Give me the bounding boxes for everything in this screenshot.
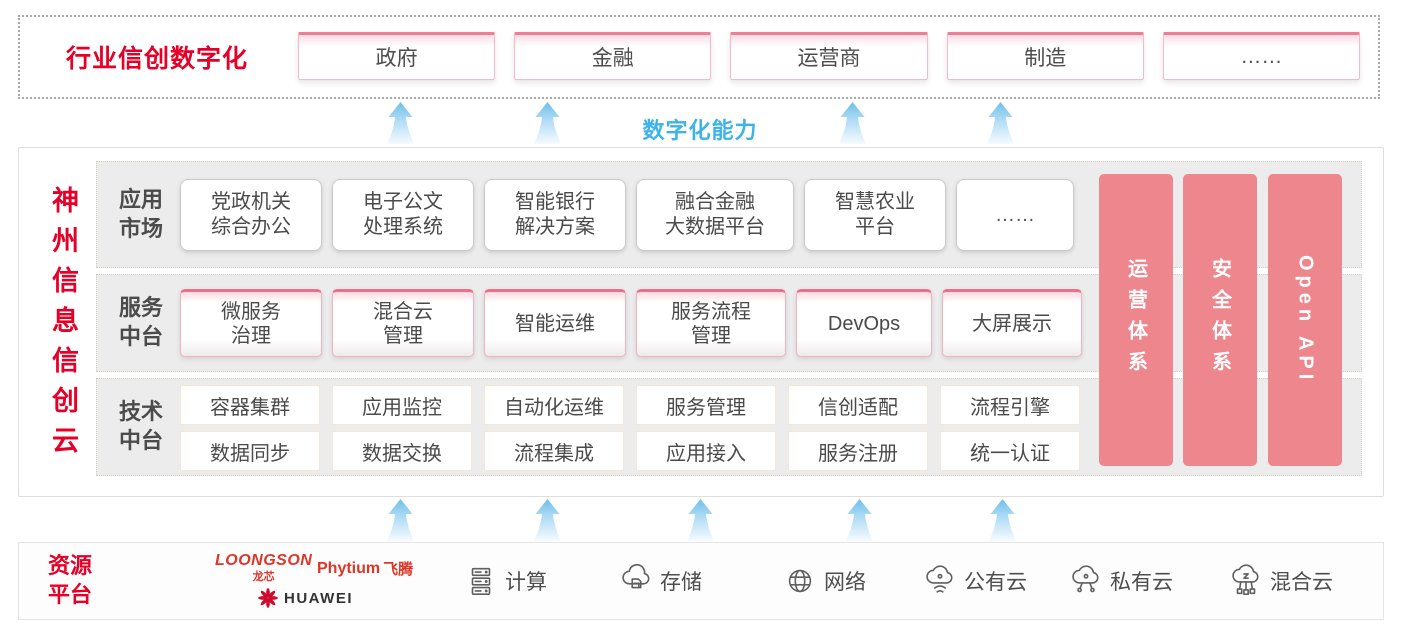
resource-item-private-cloud: 私有云 bbox=[1069, 543, 1173, 619]
network-icon bbox=[788, 569, 812, 593]
resource-item-compute: 计算 bbox=[464, 543, 547, 619]
pillar-open-api: Open API bbox=[1268, 174, 1342, 466]
row-tech-platform-label: 技术 中台 bbox=[118, 399, 163, 453]
industry-box-finance: 金融 bbox=[514, 32, 712, 80]
row-tech-platform-items-bottom: 数据同步 数据交换 流程集成 应用接入 服务注册 统一认证 bbox=[180, 431, 1080, 471]
service-item: 大屏展示 bbox=[942, 289, 1082, 357]
compute-icon bbox=[471, 567, 491, 596]
huawei-logo-text: HUAWEI bbox=[284, 589, 353, 607]
pillar-security-system: 安全体系 bbox=[1183, 174, 1257, 466]
tech-item: 流程集成 bbox=[484, 431, 624, 471]
tech-item: 应用接入 bbox=[636, 431, 776, 471]
up-arrow-icon bbox=[387, 102, 414, 144]
row-service-platform-items: 微服务 治理 混合云 管理 智能运维 服务流程 管理 DevOps 大屏展示 bbox=[180, 289, 1082, 357]
up-arrow-icon bbox=[534, 102, 561, 144]
huawei-logo: HUAWEI bbox=[257, 587, 353, 609]
resource-item-storage: 存储 bbox=[619, 543, 702, 619]
tech-item: 流程引擎 bbox=[940, 385, 1080, 425]
up-arrow-icon bbox=[687, 499, 714, 541]
tech-item: 应用监控 bbox=[332, 385, 472, 425]
service-item: 智能运维 bbox=[484, 289, 626, 357]
resource-item-public-cloud: 公有云 bbox=[923, 543, 1027, 619]
storage-icon bbox=[622, 564, 650, 589]
tech-item: 数据同步 bbox=[180, 431, 320, 471]
tech-item: 数据交换 bbox=[332, 431, 472, 471]
row-app-market-label: 应用 市场 bbox=[118, 186, 163, 241]
public-cloud-icon bbox=[926, 565, 953, 593]
up-arrow-icon bbox=[534, 499, 561, 541]
resource-item-label: 存储 bbox=[660, 571, 702, 594]
tech-item: 服务管理 bbox=[636, 385, 776, 425]
resource-item-label: 混合云 bbox=[1270, 571, 1333, 594]
tech-item: 信创适配 bbox=[788, 385, 928, 425]
app-item: 智慧农业 平台 bbox=[804, 179, 946, 251]
industry-banner: 行业信创数字化 政府 金融 运营商 制造 …… bbox=[18, 15, 1380, 99]
resource-item-label: 计算 bbox=[505, 571, 547, 594]
pillar-operation-system: 运营体系 bbox=[1099, 174, 1173, 466]
row-tech-platform-items-top: 容器集群 应用监控 自动化运维 服务管理 信创适配 流程引擎 bbox=[180, 385, 1080, 425]
industry-box-operator: 运营商 bbox=[730, 32, 928, 80]
app-item-more: …… bbox=[956, 179, 1074, 251]
tech-item: 服务注册 bbox=[788, 431, 928, 471]
platform-title: 神州信息信创云 bbox=[48, 186, 78, 466]
app-item: 智能银行 解决方案 bbox=[484, 179, 626, 251]
tech-item: 统一认证 bbox=[940, 431, 1080, 471]
tech-item: 自动化运维 bbox=[484, 385, 624, 425]
app-item: 电子公文 处理系统 bbox=[332, 179, 474, 251]
industry-boxes: 政府 金融 运营商 制造 …… bbox=[298, 32, 1361, 80]
capability-label: 数字化能力 bbox=[642, 118, 758, 143]
up-arrow-icon bbox=[846, 499, 873, 541]
resource-item-hybrid-cloud: 混合云 bbox=[1229, 543, 1333, 619]
industry-box-government: 政府 bbox=[298, 32, 496, 80]
platform-box: 神州信息信创云 应用 市场 党政机关 综合办公 电子公文 处理系统 智能银行 解… bbox=[18, 147, 1384, 497]
service-item: DevOps bbox=[796, 289, 932, 357]
up-arrow-icon bbox=[989, 499, 1016, 541]
up-arrow-icon bbox=[987, 102, 1014, 144]
service-item: 混合云 管理 bbox=[332, 289, 474, 357]
tech-item: 容器集群 bbox=[180, 385, 320, 425]
pillar-label: 安全体系 bbox=[1208, 258, 1231, 382]
row-app-market-items: 党政机关 综合办公 电子公文 处理系统 智能银行 解决方案 融合金融 大数据平台… bbox=[180, 179, 1074, 251]
industry-box-more: …… bbox=[1162, 32, 1361, 80]
service-item: 服务流程 管理 bbox=[636, 289, 786, 357]
huawei-flower-icon bbox=[258, 588, 278, 608]
up-arrow-icon bbox=[387, 499, 414, 541]
app-item: 融合金融 大数据平台 bbox=[636, 179, 794, 251]
loongson-logo-subtext: 龙芯 bbox=[252, 571, 275, 583]
resource-item-label: 网络 bbox=[824, 571, 866, 594]
up-arrow-icon bbox=[839, 102, 866, 144]
phytium-logo-text: Phytium bbox=[317, 559, 381, 577]
phytium-logo-subtext: 飞腾 bbox=[383, 561, 414, 578]
resource-item-label: 私有云 bbox=[1110, 571, 1173, 594]
private-cloud-icon bbox=[1072, 565, 1099, 593]
industry-box-manufacturing: 制造 bbox=[946, 32, 1144, 80]
loongson-logo-text: LOONGSON bbox=[215, 552, 313, 569]
hybrid-cloud-icon bbox=[1232, 564, 1259, 596]
pillar-label: Open API bbox=[1294, 255, 1317, 385]
resource-platform-title: 资源 平台 bbox=[48, 553, 93, 607]
phytium-logo: Phytium 飞腾 bbox=[317, 558, 413, 579]
loongson-logo: LOONGSON 龙芯 bbox=[215, 552, 312, 584]
resource-platform: 资源 平台 LOONGSON 龙芯 Phytium 飞腾 bbox=[18, 542, 1384, 620]
service-item: 微服务 治理 bbox=[180, 289, 322, 357]
resource-item-label: 公有云 bbox=[964, 571, 1027, 594]
industry-banner-title: 行业信创数字化 bbox=[66, 45, 249, 73]
app-item: 党政机关 综合办公 bbox=[180, 179, 322, 251]
pillar-label: 运营体系 bbox=[1124, 258, 1147, 382]
resource-item-network: 网络 bbox=[783, 543, 866, 619]
row-service-platform-label: 服务 中台 bbox=[118, 295, 163, 349]
